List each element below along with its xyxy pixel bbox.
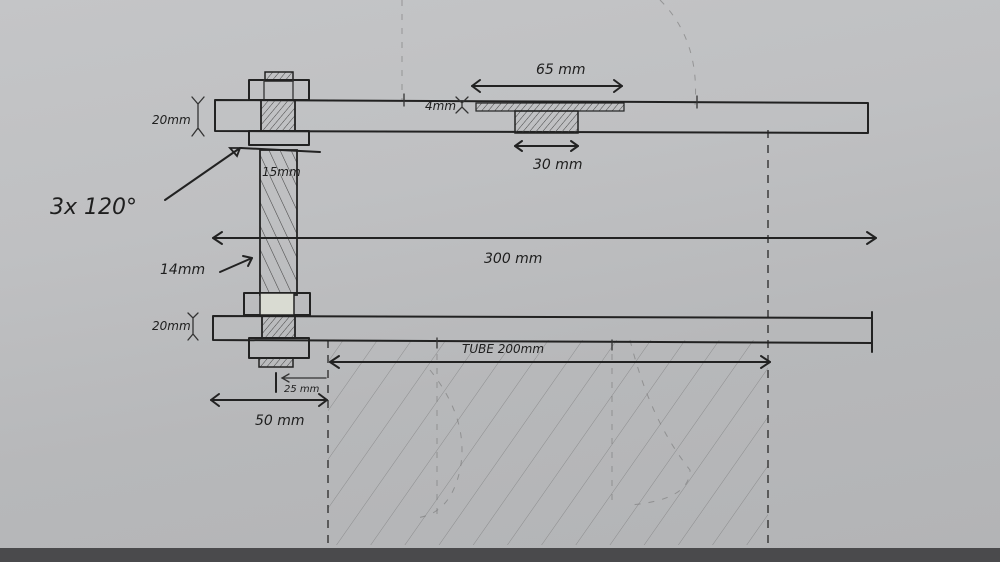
dimension-50mm [210,393,328,407]
lower-bar-thickness-label: 20mm [152,319,191,333]
slot-length-label: 65 mm [536,62,586,78]
upper-nut-assembly [240,71,321,153]
tube-hatched-region [327,0,769,545]
upper-thickness-marker [191,96,205,137]
upper-bar [214,93,869,134]
total-length-label: 300 mm [484,251,542,267]
angle-note-label: 3x 120° [50,195,137,220]
dimension-30mm [514,140,579,152]
table-edge [0,548,1000,562]
insert-length-label: 30 mm [533,157,583,173]
rod-diameter-label: 14mm [160,262,205,278]
dimension-65mm [471,79,623,93]
rod-leader-arrow [219,255,253,273]
slot-depth-label: 4mm [425,99,456,113]
tube-length-label: TUBE 200mm [462,342,544,356]
dimension-tube-200mm [329,355,771,369]
upper-bar-thickness-label: 20mm [152,113,191,127]
lower-thickness-marker [187,312,199,341]
offset-50-label: 50 mm [255,413,305,429]
nut-size-label: 15mm [262,165,301,179]
lower-bar [212,311,873,353]
dimension-25mm [275,372,327,393]
dimension-300mm [212,231,877,245]
offset-25-label: 25 mm [284,384,320,395]
slot-depth-marker [455,96,469,114]
lower-nut-assembly [243,292,311,368]
angle-leader-arrow [164,147,242,201]
